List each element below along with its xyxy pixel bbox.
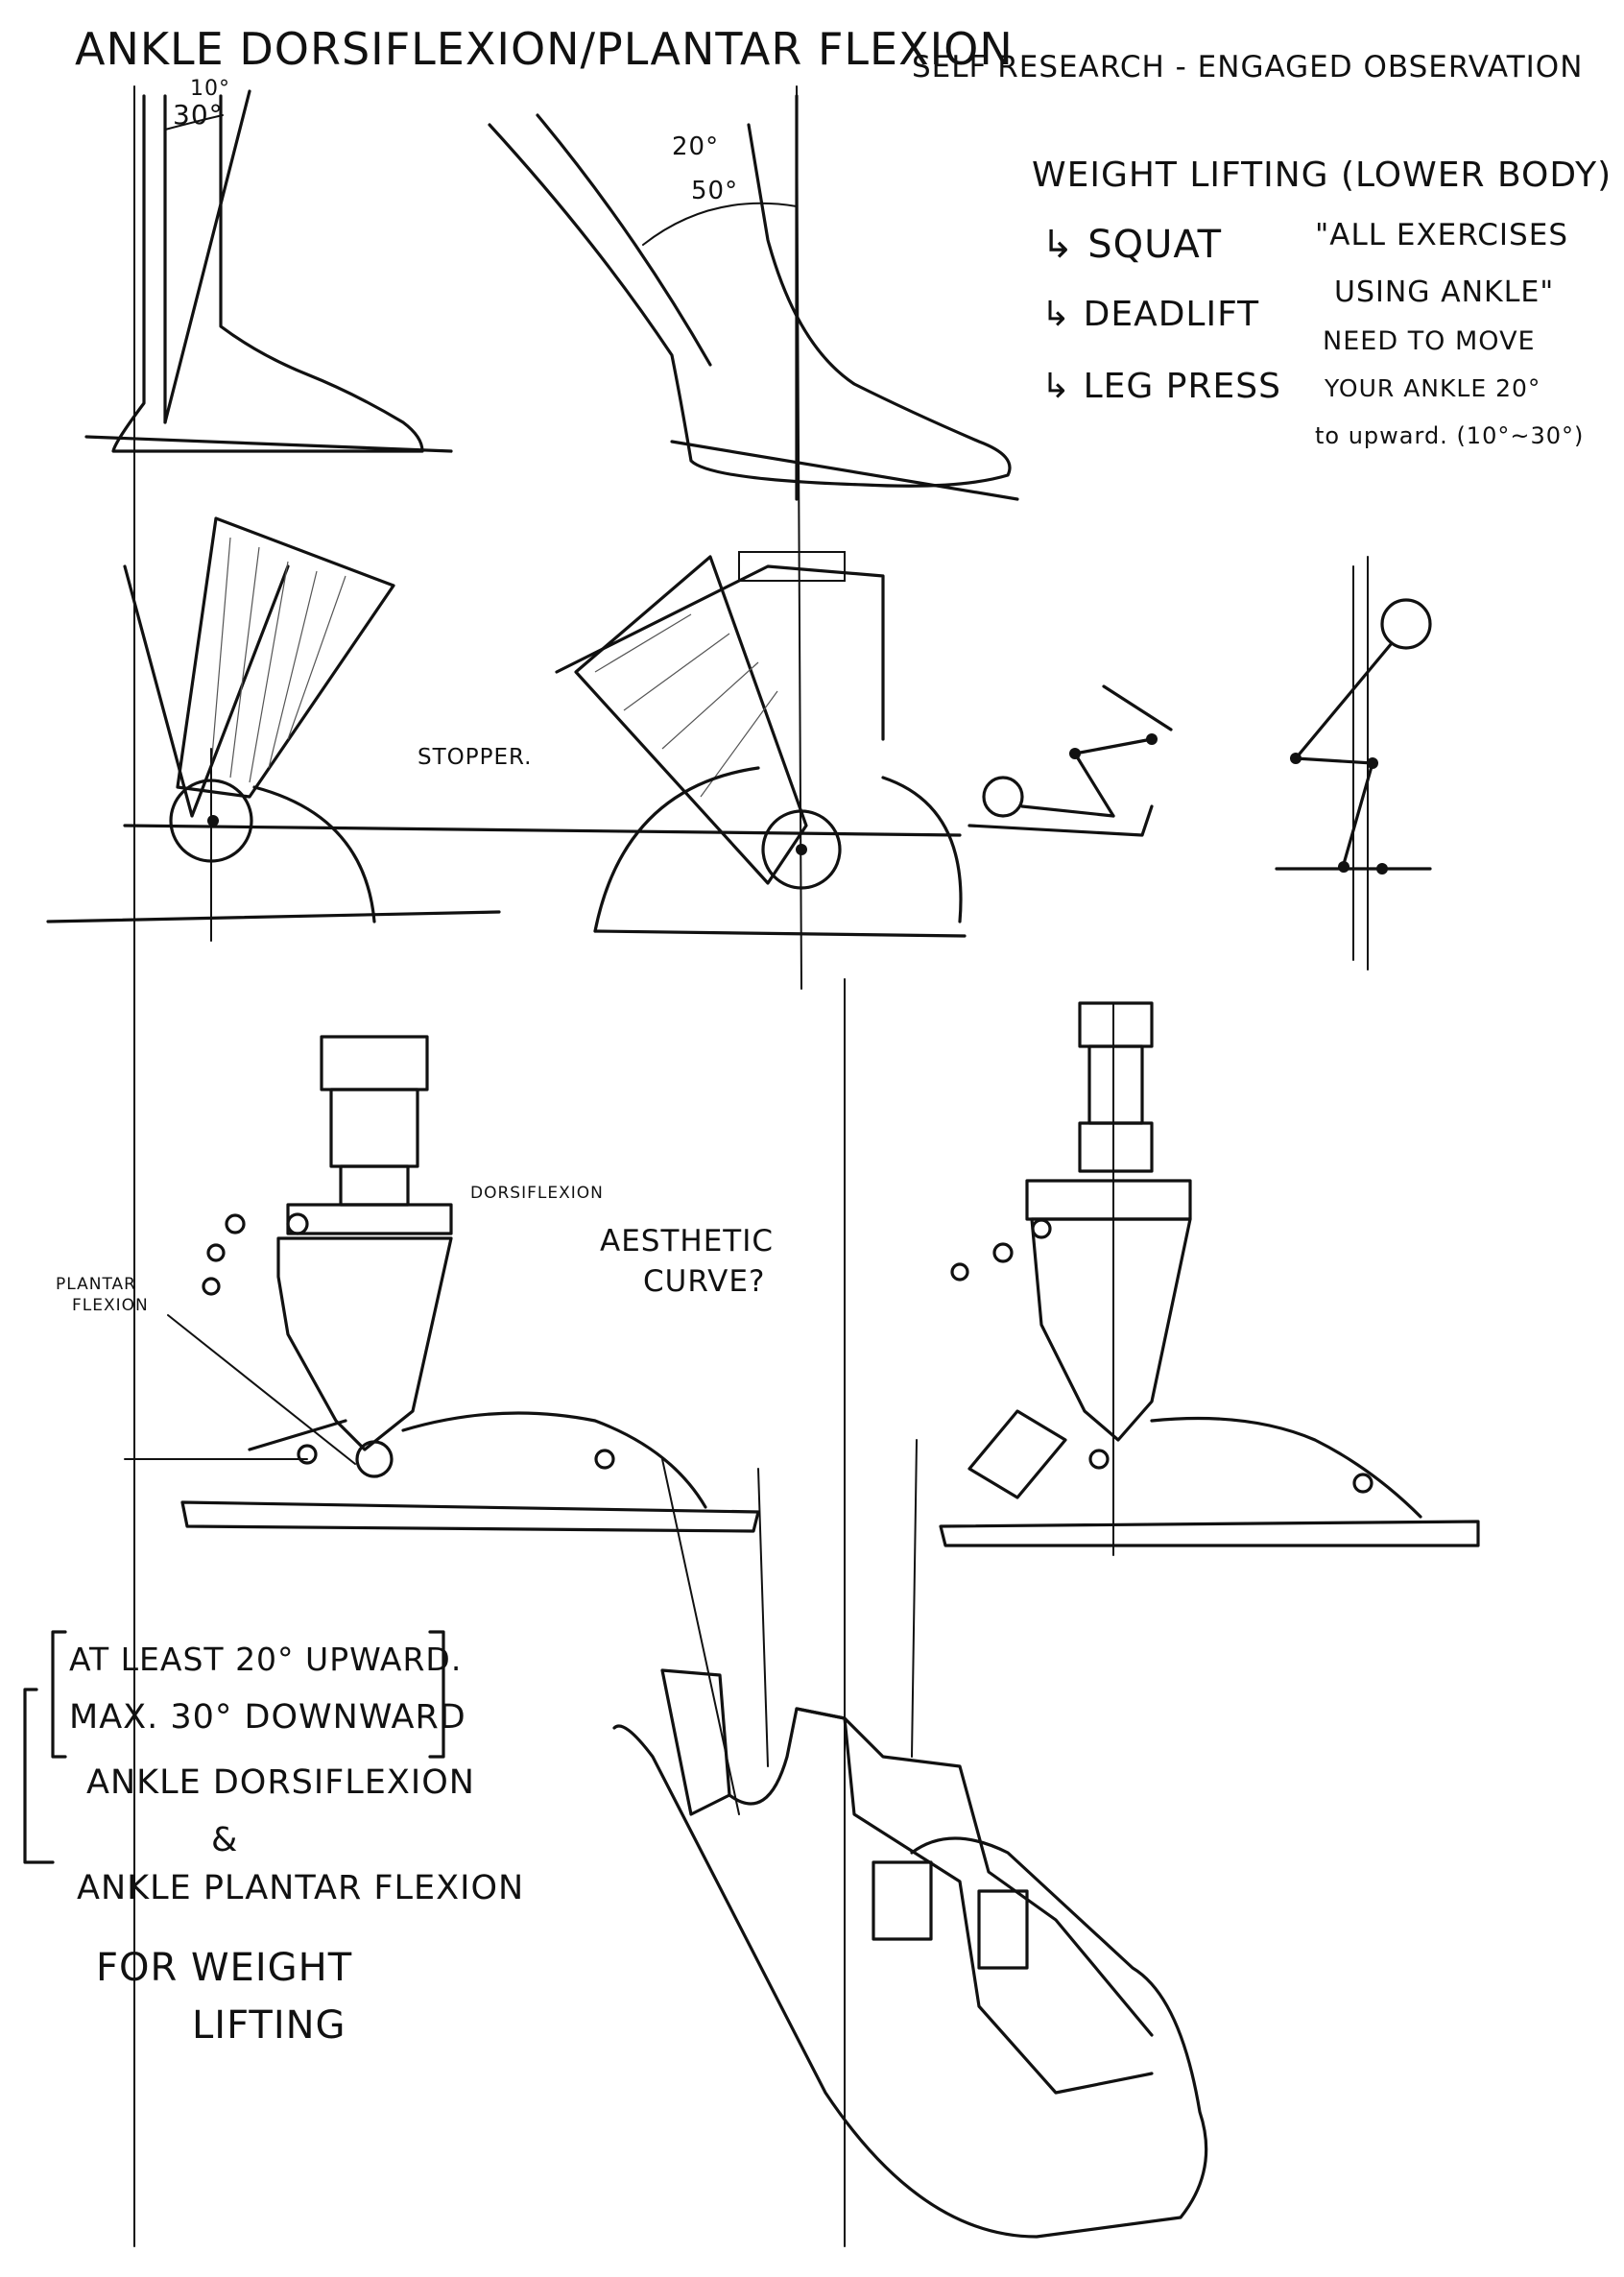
stopper-label: STOPPER.	[418, 745, 533, 770]
plantar-label-2: FLEXION	[72, 1296, 149, 1315]
note-line-3: to upward. (10°~30°)	[1315, 422, 1585, 449]
angle-label-50: 50°	[691, 177, 739, 205]
exercise-leg-press-label: LEG PRESS	[1083, 367, 1281, 406]
foot-sketch-plantar	[488, 94, 1019, 501]
summary-brackets	[23, 1630, 445, 1864]
dorsiflexion-label: DORSIFLEXION	[470, 1184, 604, 1203]
exercise-leg-press: ↳ LEG PRESS	[1041, 367, 1281, 406]
summary-line-1: AT LEAST 20° UPWARD.	[69, 1641, 463, 1678]
angle-label-20: 20°	[672, 132, 720, 161]
page-title: ANKLE DORSIFLEXION/PLANTAR FLEXION	[75, 23, 1014, 75]
summary-line-4: &	[211, 1821, 239, 1859]
construction-lines	[133, 85, 1369, 2247]
exercises-heading: WEIGHT LIFTING (LOWER BODY)	[1032, 156, 1612, 195]
summary-line-7: LIFTING	[192, 2003, 346, 2048]
note-line-1: NEED TO MOVE	[1323, 326, 1536, 356]
aesthetic-label-1: AESTHETIC	[600, 1224, 775, 1258]
ankle-mechanism-1	[46, 516, 962, 942]
exercise-squat-label: SQUAT	[1087, 223, 1223, 267]
summary-line-6: FOR WEIGHT	[96, 1946, 353, 1990]
aesthetic-label-2: CURVE?	[643, 1264, 766, 1299]
angle-label-10: 10°	[190, 77, 230, 101]
squat-figure	[1275, 565, 1432, 961]
prosthetic-view-2	[939, 1001, 1480, 1556]
angle-label-30: 30°	[173, 99, 224, 131]
note-line-2: YOUR ANKLE 20°	[1325, 374, 1541, 402]
quote-line-1: "ALL EXERCISES	[1315, 218, 1568, 252]
page-subtitle: SELF RESEARCH - ENGAGED OBSERVATION	[912, 50, 1584, 84]
foot-plate-perspective	[612, 1439, 1208, 2239]
prosthetic-view-1	[124, 1035, 760, 1533]
summary-line-3: ANKLE DORSIFLEXION	[86, 1763, 475, 1802]
quote-line-2: USING ANKLE"	[1334, 276, 1555, 309]
summary-line-5: ANKLE PLANTAR FLEXION	[77, 1869, 525, 1907]
exercise-squat: ↳ SQUAT	[1041, 223, 1223, 267]
exercise-deadlift-label: DEADLIFT	[1083, 295, 1260, 334]
ankle-mechanism-2	[555, 551, 967, 938]
exercise-deadlift: ↳ DEADLIFT	[1041, 295, 1260, 334]
foot-sketch-dorsiflexion	[84, 89, 453, 453]
leg-press-figure	[967, 684, 1173, 837]
plantar-label-1: PLANTAR	[56, 1275, 136, 1294]
summary-line-2: MAX. 30° DOWNWARD	[69, 1698, 466, 1737]
